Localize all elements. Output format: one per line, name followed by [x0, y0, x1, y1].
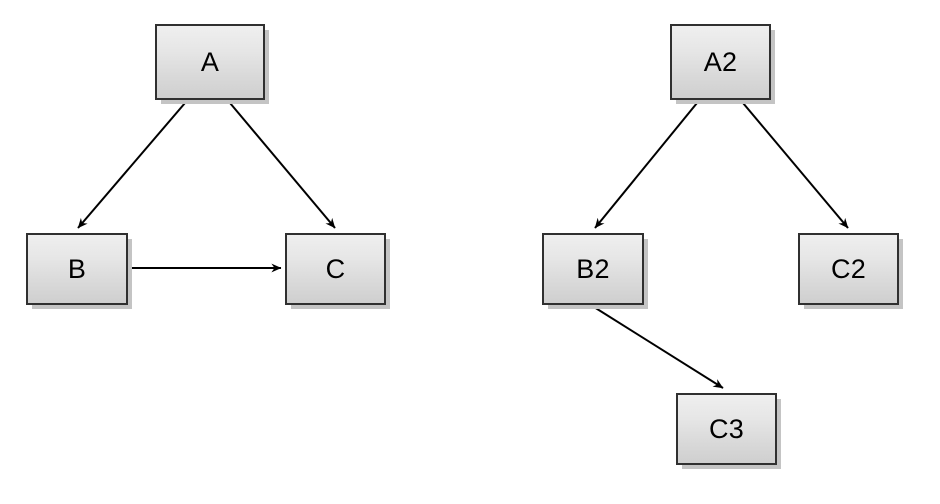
node-label: A2: [703, 46, 738, 77]
edge-b2-to-c3[interactable]: [593, 306, 724, 389]
node-label: B2: [576, 253, 610, 284]
node-a[interactable]: A: [155, 24, 265, 100]
node-c2[interactable]: C2: [798, 233, 899, 305]
edge-a2-to-b2[interactable]: [594, 102, 698, 229]
node-label: C3: [709, 413, 744, 444]
edges-group: [77, 102, 849, 389]
node-a2[interactable]: A2: [670, 24, 771, 100]
node-c3[interactable]: C3: [676, 393, 777, 465]
edge-a-to-c[interactable]: [229, 102, 336, 229]
node-label: B: [67, 253, 87, 284]
node-b[interactable]: B: [26, 233, 128, 305]
edge-a2-to-c2[interactable]: [742, 102, 849, 229]
edge-a-to-b[interactable]: [77, 102, 186, 229]
node-c[interactable]: C: [285, 233, 386, 305]
node-label: C: [325, 253, 346, 284]
node-b2[interactable]: B2: [542, 233, 644, 305]
node-label: C2: [831, 253, 866, 284]
node-label: A: [200, 46, 220, 77]
